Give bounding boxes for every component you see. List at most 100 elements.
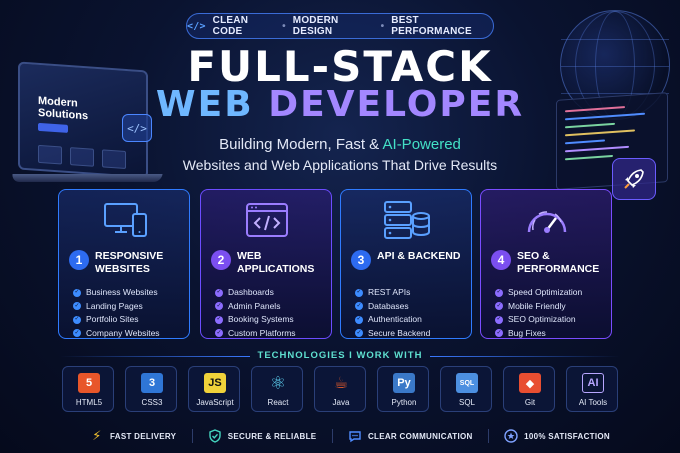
- card-feature-list: ✓Speed Optimization ✓Mobile Friendly ✓SE…: [495, 286, 582, 340]
- list-item: ✓SEO Optimization: [495, 314, 576, 324]
- service-card-api-backend: 3 API & BACKEND ✓REST APIs ✓Databases ✓A…: [340, 189, 472, 339]
- star-badge-icon: [504, 429, 518, 443]
- list-item: ✓Admin Panels: [215, 300, 281, 311]
- tech-label: Git: [524, 398, 536, 407]
- lightning-icon: ⚡: [92, 428, 102, 443]
- card-number: 2: [211, 250, 231, 270]
- code-icon: </>: [122, 114, 152, 142]
- pill-separator: •: [282, 20, 286, 32]
- list-item: ✓Portfolio Sites: [73, 314, 139, 324]
- python-icon: Py: [392, 372, 416, 394]
- tech-label: Java: [332, 398, 350, 407]
- technologies-heading: TECHNOLOGIES I WORK WITH: [257, 350, 423, 361]
- card-number: 1: [69, 250, 89, 270]
- card-number: 4: [491, 250, 511, 270]
- check-icon: ✓: [215, 288, 223, 297]
- list-item: ✓Company Websites: [73, 327, 160, 338]
- check-icon: ✓: [73, 302, 81, 311]
- java-icon: ☕: [333, 375, 349, 392]
- check-icon: ✓: [495, 302, 503, 311]
- sql-database-icon: SQL: [455, 372, 479, 394]
- tech-react: ⚛ React: [251, 366, 303, 412]
- server-database-icon: [381, 200, 433, 242]
- list-item: ✓Speed Optimization: [495, 287, 583, 297]
- card-feature-list: ✓Business Websites ✓Landing Pages ✓Portf…: [73, 286, 160, 340]
- service-card-responsive-websites: 1 RESPONSIVE WEBSITES ✓Business Websites…: [58, 189, 190, 339]
- html5-icon: 5: [77, 372, 101, 394]
- shield-check-icon: [208, 429, 222, 443]
- list-item: ✓Booking Systems: [215, 314, 294, 324]
- list-item: ✓Business Websites: [73, 287, 158, 297]
- check-icon: ✓: [215, 329, 223, 338]
- css3-icon: 3: [140, 372, 164, 394]
- list-item: ✓Mobile Friendly: [495, 300, 566, 311]
- feature-clear-communication: CLEAR COMMUNICATION: [348, 429, 473, 443]
- tech-git: ◆ Git: [503, 366, 555, 412]
- card-feature-list: ✓REST APIs ✓Databases ✓Authentication ✓S…: [355, 286, 430, 340]
- divider-line: [60, 356, 250, 357]
- tech-javascript: JS JavaScript: [188, 366, 240, 412]
- list-item: ✓REST APIs: [355, 287, 411, 297]
- list-item: ✓Landing Pages: [73, 300, 143, 311]
- list-item: ✓Custom Platforms: [215, 327, 296, 338]
- list-item: ✓Secure Backend: [355, 327, 431, 338]
- tech-ai-tools: AI AI Tools: [566, 366, 618, 412]
- pill-item-clean-code: CLEAN CODE: [212, 15, 249, 37]
- check-icon: ✓: [215, 315, 223, 324]
- code-brackets-icon: </>: [187, 20, 206, 32]
- pill-item-best-performance: BEST PERFORMANCE: [391, 15, 472, 37]
- tech-label: JavaScript: [196, 398, 234, 407]
- check-icon: ✓: [73, 288, 81, 297]
- devices-icon: [99, 200, 151, 242]
- pill-separator: •: [380, 20, 385, 32]
- feature-satisfaction: 100% SATISFACTION: [504, 429, 610, 443]
- check-icon: ✓: [355, 288, 363, 297]
- check-icon: ✓: [73, 329, 81, 338]
- headline-line-1: FULL-STACK: [187, 42, 493, 91]
- card-title: WEB APPLICATIONS: [237, 250, 315, 275]
- feature-fast-delivery: ⚡ FAST DELIVERY: [90, 428, 176, 443]
- tech-label: Python: [391, 398, 417, 407]
- check-icon: ✓: [355, 302, 363, 311]
- feature-bar: ⚡ FAST DELIVERY SECURE & RELIABLE CLEAR …: [90, 424, 610, 448]
- ai-chip-icon: AI: [581, 372, 605, 394]
- card-number: 3: [351, 250, 371, 270]
- card-feature-list: ✓Dashboards ✓Admin Panels ✓Booking Syste…: [215, 286, 296, 340]
- tagline-pill: </> CLEAN CODE • MODERN DESIGN • BEST PE…: [186, 13, 494, 39]
- chat-bubble-icon: [348, 429, 362, 443]
- list-item: ✓Databases: [355, 300, 409, 311]
- git-icon: ◆: [518, 372, 542, 394]
- code-window-icon: [241, 200, 293, 242]
- subtitle-line-1: Building Modern, Fast & AI-Powered: [219, 136, 461, 153]
- check-icon: ✓: [73, 315, 81, 324]
- tech-label: AI Tools: [578, 398, 608, 407]
- check-icon: ✓: [355, 315, 363, 324]
- speedometer-icon: [521, 200, 573, 242]
- tech-label: HTML5: [75, 398, 103, 407]
- react-icon: ⚛: [269, 372, 287, 393]
- javascript-icon: JS: [203, 372, 227, 394]
- tech-label: React: [267, 398, 289, 407]
- card-title: API & BACKEND: [377, 250, 461, 262]
- tech-label: SQL: [458, 398, 475, 407]
- subtitle-highlight: AI-Powered: [382, 136, 461, 153]
- list-item: ✓Bug Fixes: [495, 327, 546, 338]
- service-card-web-applications: 2 WEB APPLICATIONS ✓Dashboards ✓Admin Pa…: [200, 189, 332, 339]
- list-item: ✓Authentication: [355, 314, 422, 324]
- service-card-seo-performance: 4 SEO & PERFORMANCE ✓Speed Optimization …: [480, 189, 612, 339]
- laptop-base: [11, 174, 163, 182]
- check-icon: ✓: [495, 329, 503, 338]
- subtitle-line-2: Websites and Web Applications That Drive…: [182, 157, 498, 173]
- headline-line-2: WEB DEVELOPER: [155, 84, 525, 125]
- check-icon: ✓: [215, 302, 223, 311]
- check-icon: ✓: [495, 288, 503, 297]
- tech-java: ☕ Java: [314, 366, 366, 412]
- tech-sql: SQL SQL: [440, 366, 492, 412]
- check-icon: ✓: [355, 329, 363, 338]
- rocket-icon: [612, 158, 656, 200]
- card-title: SEO & PERFORMANCE: [517, 250, 600, 275]
